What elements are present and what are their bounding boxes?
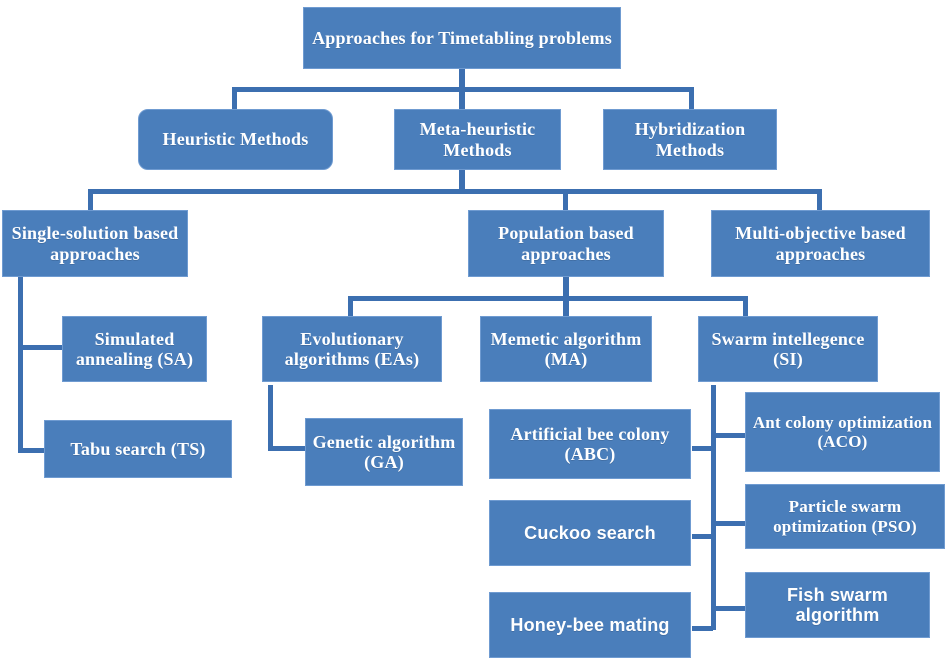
node-honey-bee-mating[interactable]: Honey-bee mating bbox=[489, 592, 691, 658]
node-cuckoo-search[interactable]: Cuckoo search bbox=[489, 500, 691, 566]
node-evolutionary-algorithms[interactable]: Evolutionary algorithms (EAs) bbox=[262, 316, 442, 382]
node-root[interactable]: Approaches for Timetabling problems bbox=[303, 7, 621, 69]
connector-drop-multi-objective bbox=[817, 189, 822, 211]
connector-branch-ant-colony bbox=[711, 433, 745, 438]
connector-swarm-spine bbox=[711, 385, 716, 630]
node-genetic-algorithm[interactable]: Genetic algorithm (GA) bbox=[305, 418, 463, 486]
connector-drop-swarm bbox=[743, 296, 748, 318]
connector-drop-evolutionary bbox=[348, 296, 353, 318]
node-tabu-search[interactable]: Tabu search (TS) bbox=[44, 420, 232, 478]
node-meta-heuristic-methods[interactable]: Meta-heuristic Methods bbox=[394, 109, 561, 170]
connector-drop-population bbox=[563, 189, 568, 211]
connector-drop-single-solution bbox=[88, 189, 93, 211]
connector-level3-bus bbox=[88, 189, 822, 194]
connector-branch-tabu-search bbox=[18, 448, 44, 453]
connector-branch-cuckoo bbox=[692, 534, 713, 539]
node-ant-colony-optimization[interactable]: Ant colony optimization (ACO) bbox=[745, 392, 940, 472]
connector-branch-simulated-annealing bbox=[18, 345, 62, 350]
connector-population-stem bbox=[563, 277, 569, 297]
node-fish-swarm-algorithm[interactable]: Fish swarm algorithm bbox=[745, 572, 930, 638]
connector-evolutionary-spine bbox=[268, 385, 273, 451]
node-swarm-intelligence[interactable]: Swarm intellegence (SI) bbox=[698, 316, 878, 382]
connector-drop-heuristic bbox=[232, 87, 237, 110]
node-heuristic-methods[interactable]: Heuristic Methods bbox=[138, 109, 333, 170]
node-hybridization-methods[interactable]: Hybridization Methods bbox=[603, 109, 777, 170]
node-artificial-bee-colony[interactable]: Artificial bee colony (ABC) bbox=[489, 409, 691, 479]
connector-single-solution-spine bbox=[18, 277, 23, 453]
node-population-based-approaches[interactable]: Population based approaches bbox=[468, 210, 664, 277]
node-single-solution-based-approaches[interactable]: Single-solution based approaches bbox=[2, 210, 188, 277]
connector-level4-bus bbox=[348, 296, 748, 301]
connector-branch-honey-bee bbox=[692, 626, 713, 631]
connector-root-stem bbox=[459, 68, 465, 90]
connector-metaheuristic-stem bbox=[459, 170, 465, 192]
connector-branch-artificial-bee bbox=[692, 446, 713, 451]
node-particle-swarm-optimization[interactable]: Particle swarm optimization (PSO) bbox=[745, 484, 945, 549]
node-simulated-annealing[interactable]: Simulated annealing (SA) bbox=[62, 316, 207, 382]
connector-drop-hybridization bbox=[689, 87, 694, 110]
connector-branch-particle-swarm bbox=[711, 521, 745, 526]
connector-branch-genetic bbox=[268, 446, 310, 451]
connector-drop-memetic bbox=[563, 296, 569, 318]
connector-branch-fish-swarm bbox=[711, 606, 745, 611]
node-memetic-algorithm[interactable]: Memetic algorithm (MA) bbox=[480, 316, 652, 382]
connector-drop-metaheuristic bbox=[459, 87, 465, 110]
node-multi-objective-based-approaches[interactable]: Multi-objective based approaches bbox=[711, 210, 930, 277]
